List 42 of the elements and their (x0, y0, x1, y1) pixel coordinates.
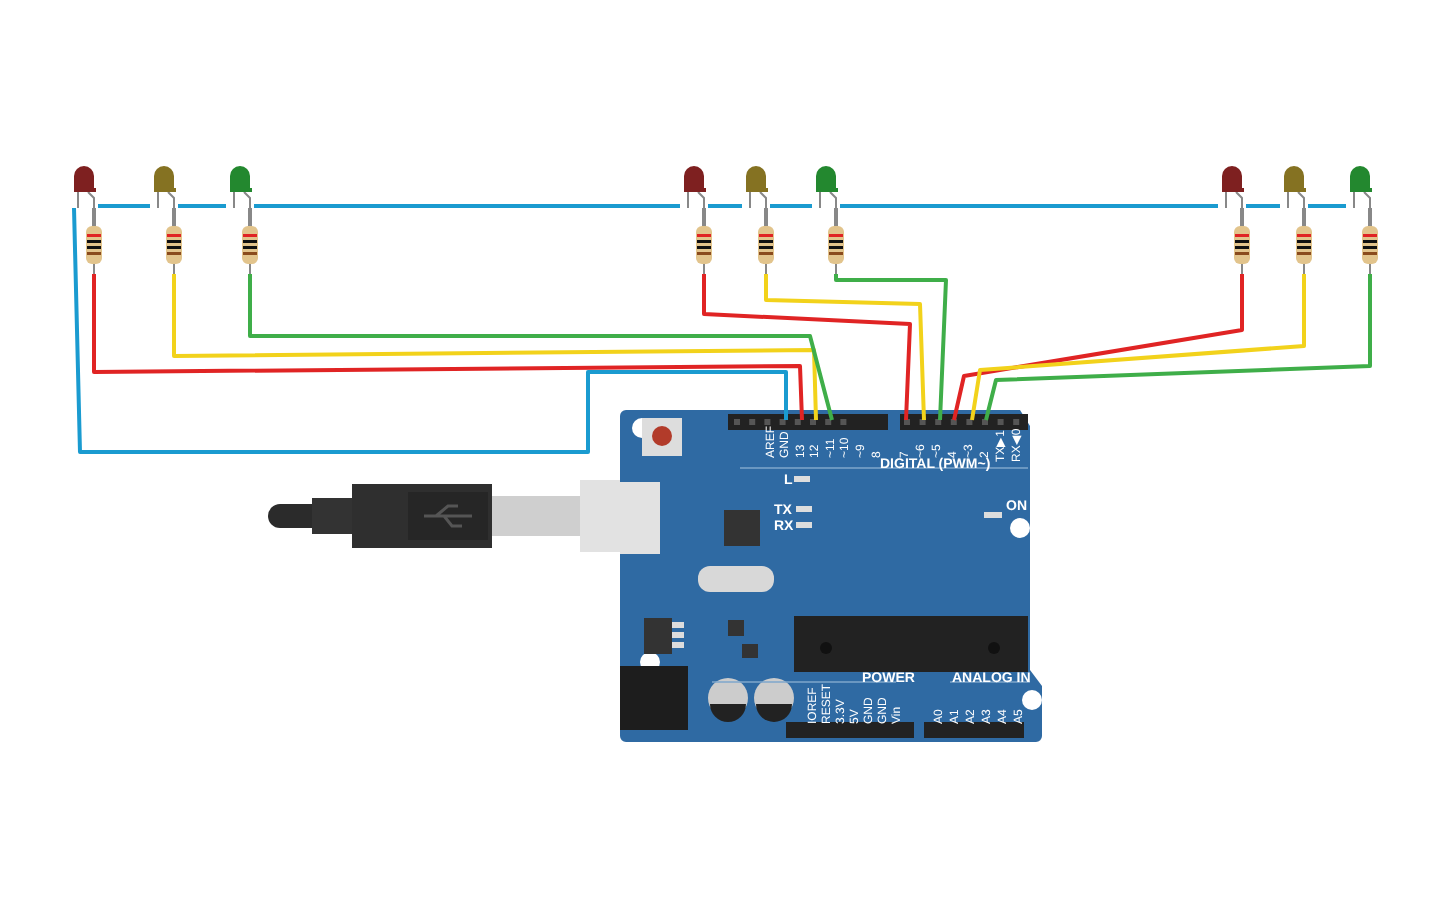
resistor-drawing (84, 226, 104, 274)
resistor-drawing (1294, 226, 1314, 274)
resistor-drawing (1232, 226, 1252, 274)
wire (702, 274, 912, 421)
wire (92, 208, 96, 226)
wire (834, 208, 838, 226)
wire (840, 204, 1218, 208)
wire (984, 274, 1372, 421)
wire (98, 204, 150, 208)
led-drawing (1280, 166, 1308, 208)
resistor-drawing (164, 226, 184, 274)
led-drawing (226, 166, 254, 208)
resistor-drawing (1360, 226, 1380, 274)
wire (952, 274, 1244, 421)
wire (1302, 208, 1306, 226)
led-drawing (150, 166, 178, 208)
wire (770, 204, 812, 208)
wire (970, 274, 1306, 421)
led-drawing (70, 166, 98, 208)
wire (764, 208, 768, 226)
wire (764, 274, 926, 421)
led-drawing (742, 166, 770, 208)
led-drawing (812, 166, 840, 208)
resistor-drawing (694, 226, 714, 274)
wire (1240, 208, 1244, 226)
wire (1308, 204, 1346, 208)
wire (1246, 204, 1280, 208)
resistor-drawing (240, 226, 260, 274)
wire (254, 204, 680, 208)
led-drawing (680, 166, 708, 208)
led-drawing (1346, 166, 1374, 208)
wire (72, 207, 788, 454)
led-drawing (1218, 166, 1246, 208)
wire (708, 204, 742, 208)
wire (172, 208, 176, 226)
resistor-drawing (826, 226, 846, 274)
wire (1368, 208, 1372, 226)
resistor-drawing (756, 226, 776, 274)
wire (178, 204, 226, 208)
wire (702, 208, 706, 226)
wire (834, 274, 948, 421)
wire (248, 208, 252, 226)
